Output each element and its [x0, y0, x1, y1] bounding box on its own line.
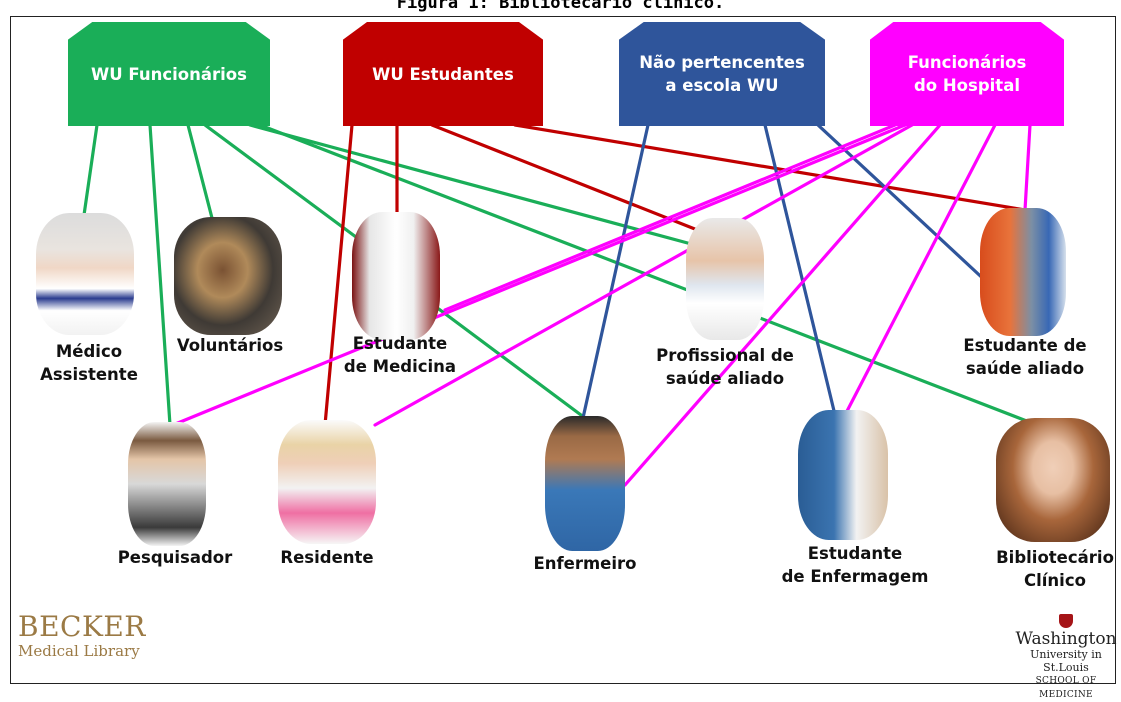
label-resident-line1: Residente: [280, 548, 374, 567]
label-nursing-student-line2: de Enfermagem: [781, 567, 929, 586]
wu-shield-icon: [1059, 614, 1073, 628]
link-staff-librarian: [258, 123, 1052, 432]
link-nonwu-allied-student: [816, 123, 992, 287]
label-resident: Residente: [272, 546, 382, 569]
label-nursing-student-line1: Estudante: [807, 544, 903, 563]
label-nurse-line1: Enfermeiro: [533, 554, 637, 573]
link-students-allied-student: [513, 123, 1027, 212]
photo-attending-physician: [36, 213, 134, 335]
label-allied-health-professional: Profissional de saúde aliado: [645, 344, 805, 390]
link-staff-nurse: [418, 293, 587, 420]
link-hospital-med-student-cross: [443, 123, 897, 312]
link-hospital-resident: [373, 123, 914, 427]
label-attending-line2: Assistente: [40, 365, 138, 384]
link-nonwu-nurse: [581, 123, 650, 420]
link-staff-allied-pro: [248, 123, 697, 247]
header-non-wu-line2: a escola WU: [665, 76, 779, 95]
label-allied-pro-line1: Profissional de: [656, 346, 794, 365]
link-staff-researcher: [148, 123, 172, 427]
header-hospital-line1: Funcionários: [907, 53, 1027, 72]
header-wu-students-label: WU Estudantes: [372, 64, 514, 84]
label-clinical-librarian: Bibliotecário Clínico: [995, 546, 1115, 592]
figure-frame: [10, 16, 1116, 684]
photo-volunteers: [174, 217, 282, 335]
wu-logo-university: University in St.Louis: [1030, 648, 1102, 674]
label-librarian-line2: Clínico: [1024, 571, 1086, 590]
link-students-allied-pro: [430, 123, 712, 237]
header-non-wu: Não pertencentes a escola WU: [619, 22, 825, 126]
label-volunteers: Voluntários: [170, 334, 290, 357]
header-wu-staff-label: WU Funcionários: [91, 64, 247, 84]
becker-library-logo: BECKER Medical Library: [18, 610, 146, 661]
link-hospital-researcher: [166, 123, 907, 429]
washington-university-logo: Washington University in St.Louis SCHOOL…: [1010, 614, 1121, 702]
header-wu-students: WU Estudantes: [343, 22, 543, 126]
header-hospital-line2: do Hospital: [913, 76, 1020, 95]
photo-nursing-student: [798, 410, 888, 540]
photo-researcher: [128, 422, 206, 546]
becker-logo-subtitle: Medical Library: [18, 642, 140, 660]
wu-logo-school: SCHOOL OF MEDICINE: [1035, 676, 1097, 700]
photo-clinical-librarian: [996, 418, 1110, 542]
photo-allied-health-student: [980, 208, 1066, 336]
header-wu-staff: WU Funcionários: [68, 22, 270, 126]
link-hospital-nurse: [623, 123, 942, 487]
header-non-wu-line1: Não pertencentes: [639, 53, 805, 72]
label-attending-physician: Médico Assistente: [34, 340, 144, 386]
label-allied-student-line2: saúde aliado: [965, 359, 1085, 378]
link-staff-attending: [81, 123, 99, 224]
label-med-student-line1: Estudante: [352, 334, 448, 353]
label-medical-student: Estudante de Medicina: [330, 332, 470, 378]
link-staff-med-student: [203, 123, 362, 242]
link-staff-volunteers: [186, 123, 214, 220]
label-med-student-line2: de Medicina: [343, 357, 457, 376]
label-nurse: Enfermeiro: [525, 552, 645, 575]
label-allied-pro-line2: saúde aliado: [665, 369, 785, 388]
wu-logo-name: Washington: [1015, 629, 1117, 649]
label-researcher: Pesquisador: [110, 546, 240, 569]
label-allied-health-student: Estudante de saúde aliado: [955, 334, 1095, 380]
label-attending-line1: Médico: [55, 342, 123, 361]
link-students-resident: [323, 123, 354, 427]
label-allied-student-line1: Estudante de: [963, 336, 1087, 355]
header-hospital-staff: Funcionários do Hospital: [870, 22, 1064, 126]
link-hospital-nursing-student: [843, 123, 997, 417]
label-researcher-line1: Pesquisador: [117, 548, 233, 567]
label-nursing-student: Estudante de Enfermagem: [770, 542, 940, 588]
photo-allied-health-professional: [686, 218, 764, 340]
photo-nurse: [545, 416, 625, 551]
photo-medical-student: [352, 212, 440, 340]
photo-resident: [278, 420, 376, 544]
label-librarian-line1: Bibliotecário: [996, 548, 1114, 567]
becker-logo-name: BECKER: [18, 610, 146, 643]
figure-title: Figura 1: Bibliotecário clínico.: [396, 0, 725, 13]
link-hospital-allied-student: [1023, 123, 1032, 212]
label-volunteers-line1: Voluntários: [176, 336, 284, 355]
